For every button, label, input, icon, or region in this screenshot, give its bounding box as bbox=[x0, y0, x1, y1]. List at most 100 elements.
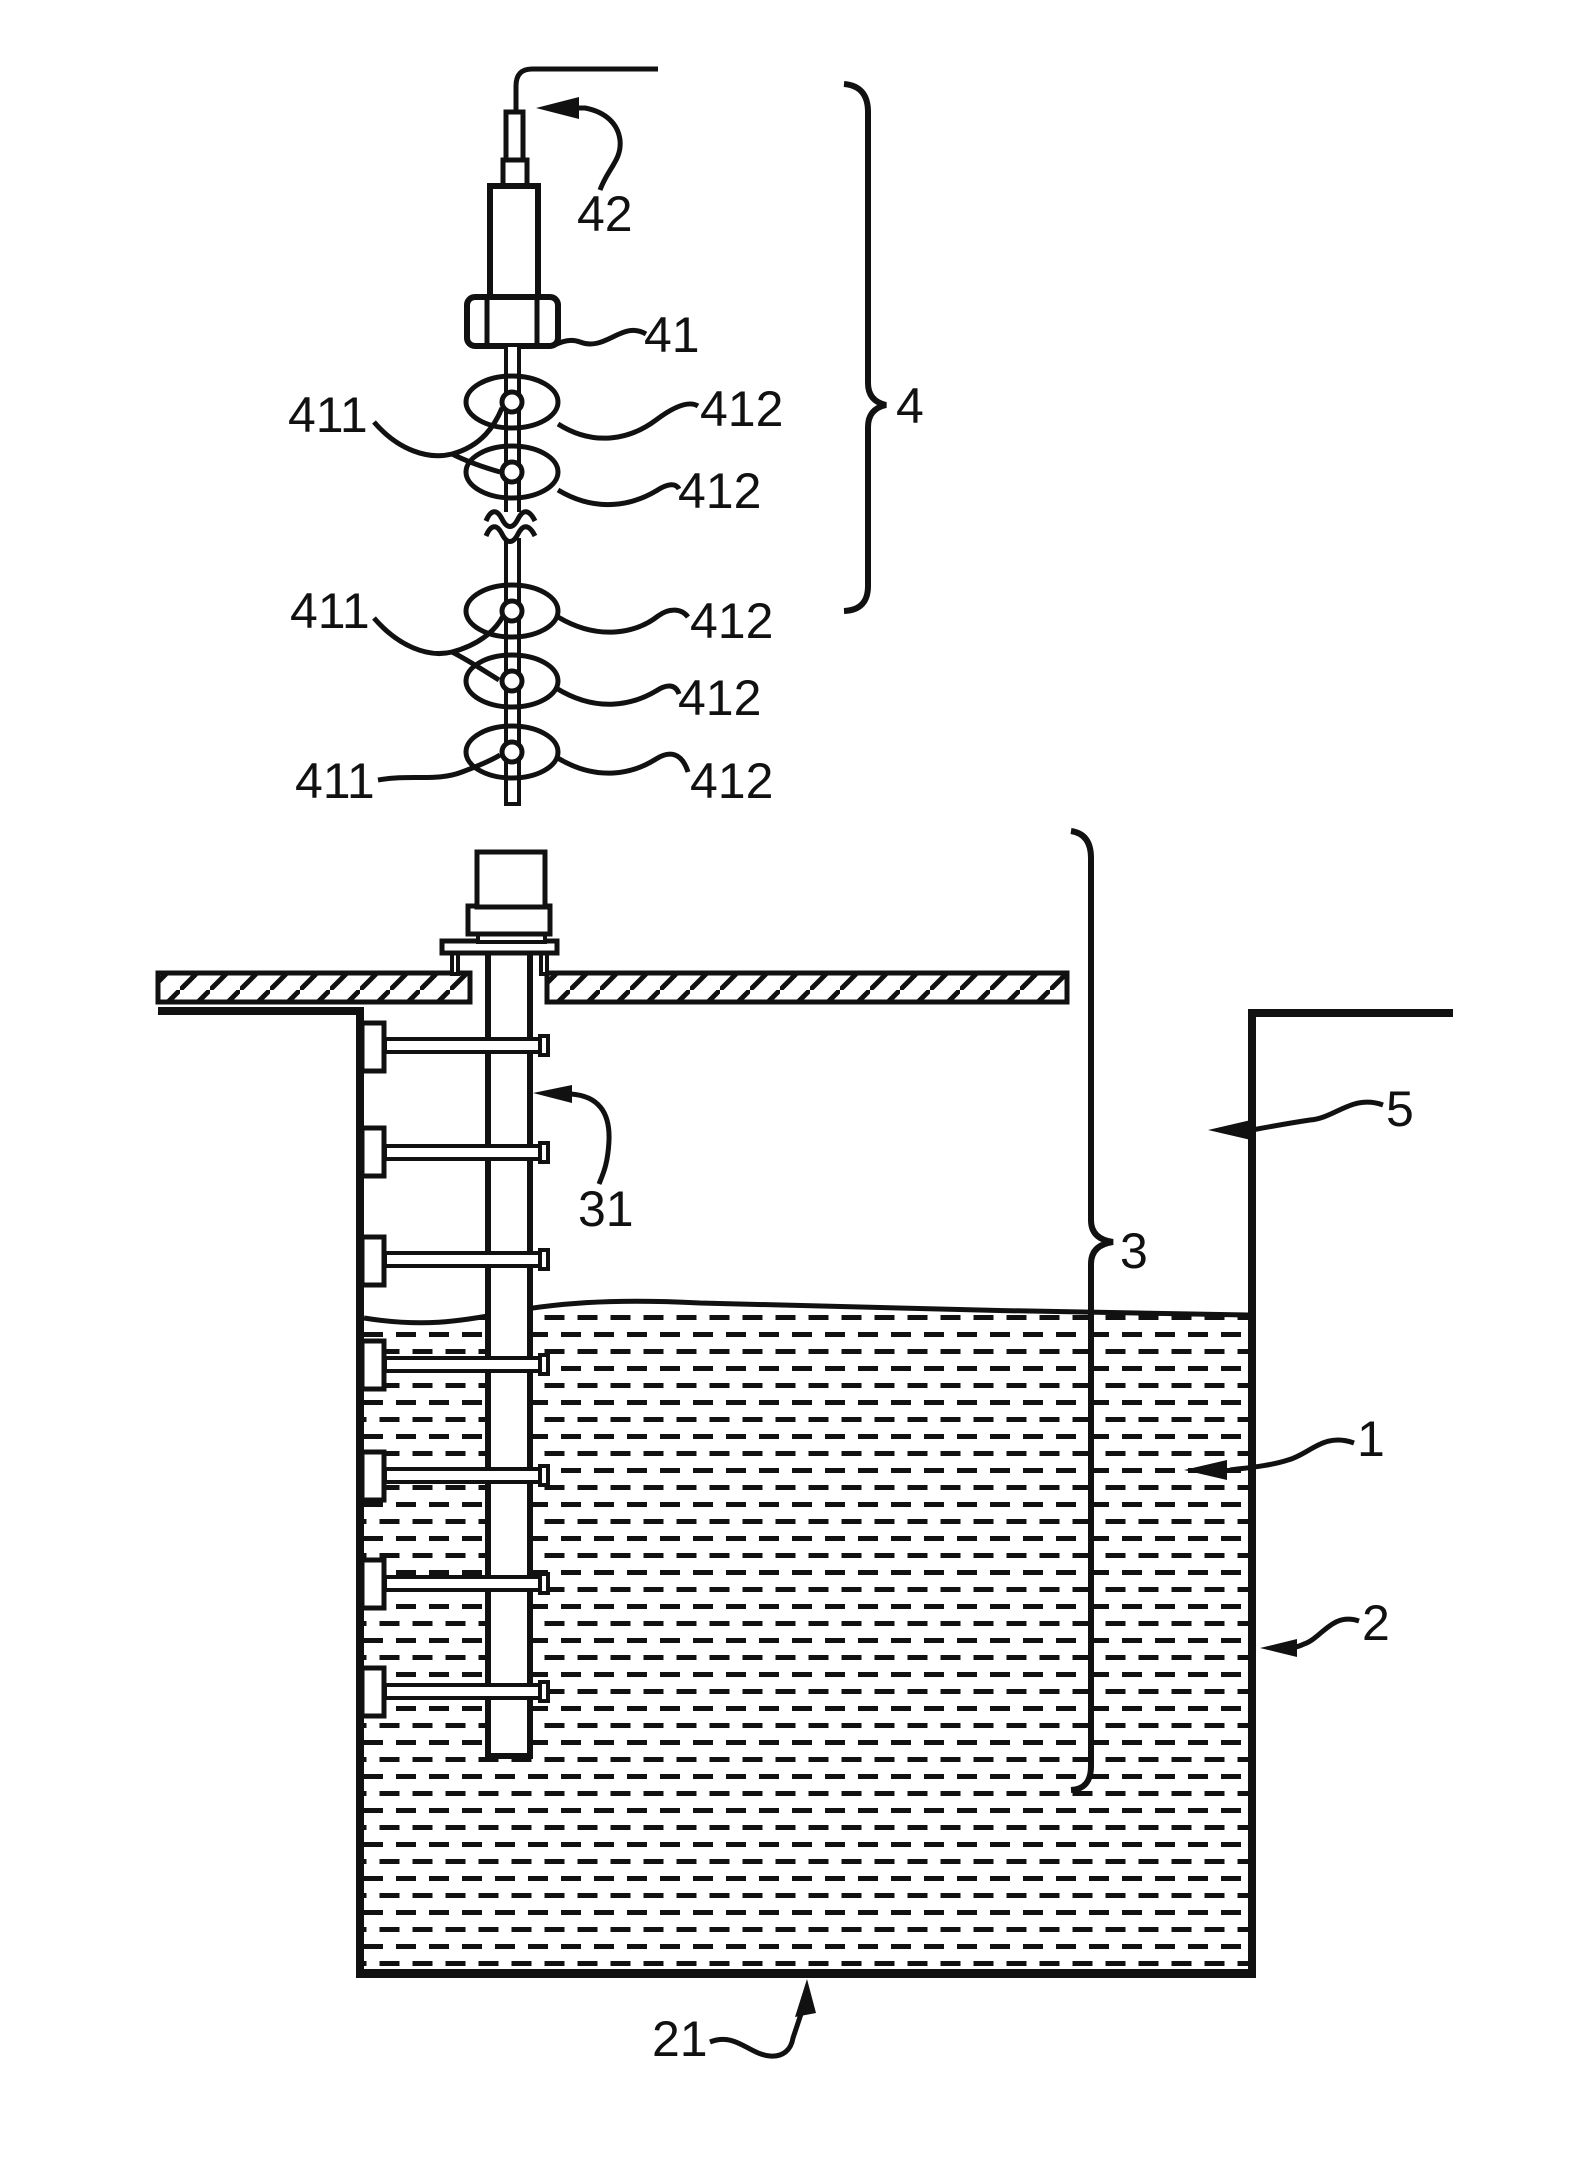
label-411: 411 bbox=[288, 387, 368, 443]
connector-pin bbox=[503, 109, 526, 163]
tank-left-ledge bbox=[158, 1007, 364, 1015]
rod-end-cap bbox=[538, 1680, 550, 1703]
leader-31 bbox=[570, 1091, 612, 1185]
leader-411-1b bbox=[450, 451, 501, 475]
electrode-disc bbox=[463, 652, 561, 710]
support-rod bbox=[383, 1575, 543, 1592]
arrowhead-42 bbox=[536, 97, 579, 119]
arrowhead-2 bbox=[1260, 1639, 1297, 1657]
rod-end-cap bbox=[538, 1141, 550, 1164]
probe-head-block bbox=[465, 903, 553, 937]
bolt-block bbox=[359, 1234, 387, 1288]
arrowhead-31 bbox=[533, 1085, 572, 1103]
label-412: 412 bbox=[690, 593, 773, 649]
label-4: 4 bbox=[896, 378, 924, 434]
melt-liquid bbox=[363, 1298, 1249, 1969]
label-21: 21 bbox=[652, 2011, 708, 2067]
leader-41 bbox=[551, 327, 648, 349]
leader-412-2 bbox=[556, 482, 682, 508]
support-rod bbox=[383, 1356, 543, 1373]
label-412: 412 bbox=[678, 670, 761, 726]
support-rod bbox=[383, 1683, 543, 1700]
bolt-block bbox=[359, 1020, 387, 1074]
arrowheads bbox=[533, 97, 1297, 2017]
leader-411-3 bbox=[377, 752, 502, 783]
rod-end-cap bbox=[538, 1034, 550, 1057]
tank-lid bbox=[155, 970, 1070, 1005]
support-rod bbox=[383, 1251, 543, 1268]
label-2: 2 bbox=[1362, 1595, 1390, 1651]
electrode-disc bbox=[463, 373, 561, 431]
lid-left-section bbox=[155, 970, 473, 1005]
leader-412-4 bbox=[554, 683, 682, 707]
label-31: 31 bbox=[578, 1181, 634, 1237]
liquid-fill bbox=[364, 1301, 1248, 1969]
label-3: 3 bbox=[1120, 1223, 1148, 1279]
break-squiggle bbox=[483, 509, 538, 529]
support-rod bbox=[383, 1144, 543, 1161]
brace-4 bbox=[843, 81, 887, 614]
label-5: 5 bbox=[1386, 1081, 1414, 1137]
furnace-wall-lip bbox=[1248, 1009, 1453, 1017]
leader-1 bbox=[1229, 1437, 1355, 1473]
leader-42 bbox=[577, 105, 623, 191]
tank-bottom bbox=[356, 1969, 1256, 1978]
wall-bolt-blocks bbox=[359, 1020, 387, 1719]
disc-hub bbox=[499, 739, 525, 765]
label-41: 41 bbox=[644, 307, 700, 363]
probe-tube bbox=[485, 937, 533, 1759]
break-squiggle bbox=[483, 524, 538, 544]
support-rods bbox=[383, 1034, 550, 1703]
bolt-block bbox=[359, 1338, 387, 1392]
label-411: 411 bbox=[295, 753, 375, 809]
label-411: 411 bbox=[290, 583, 370, 639]
label-1: 1 bbox=[1357, 1411, 1385, 1467]
arrowhead-21 bbox=[795, 1979, 816, 2017]
bolt-block bbox=[359, 1557, 387, 1611]
label-412: 412 bbox=[678, 463, 761, 519]
hex-nut bbox=[464, 294, 561, 349]
disc-hub bbox=[499, 459, 525, 485]
bolt-block bbox=[359, 1665, 387, 1719]
electrode-discs bbox=[463, 373, 561, 781]
support-rod bbox=[383, 1467, 543, 1484]
disc-hubs bbox=[499, 389, 525, 765]
leader-21 bbox=[709, 2013, 804, 2059]
brace-3 bbox=[1070, 828, 1114, 1793]
label-412: 412 bbox=[700, 381, 783, 437]
rod-end-cap bbox=[538, 1353, 550, 1376]
leader-412-5 bbox=[554, 751, 691, 776]
bolt-block bbox=[359, 1125, 387, 1179]
leader-411-2 bbox=[372, 614, 506, 656]
disc-hub bbox=[499, 389, 525, 415]
label-42: 42 bbox=[577, 186, 633, 242]
electrode-disc bbox=[463, 443, 561, 501]
rod-end-cap bbox=[538, 1572, 550, 1595]
probe-head-cap bbox=[474, 849, 548, 910]
reference-numerals: 42 41 411 411 411 412 412 412 412 412 4 … bbox=[288, 186, 1414, 2067]
electrode-disc bbox=[463, 582, 561, 640]
probe-assembly-mounted bbox=[359, 849, 560, 1759]
leader-lines bbox=[372, 105, 1384, 2059]
connector-body bbox=[487, 183, 541, 301]
leader-412-1 bbox=[556, 401, 700, 441]
bolt-block bbox=[359, 1449, 387, 1503]
disc-hub bbox=[499, 598, 525, 624]
label-412: 412 bbox=[690, 753, 773, 809]
lid-right-section bbox=[544, 970, 1070, 1005]
sensor-cable bbox=[513, 66, 658, 113]
connector-base bbox=[500, 157, 530, 189]
leader-411-1 bbox=[372, 407, 505, 459]
rod-end-cap bbox=[538, 1464, 550, 1487]
electrode-disc bbox=[463, 723, 561, 781]
leader-5 bbox=[1251, 1099, 1384, 1133]
rod-end-cap bbox=[538, 1248, 550, 1271]
leader-412-3 bbox=[556, 607, 690, 635]
tank-right-wall bbox=[1248, 1009, 1256, 1978]
sensor-assembly bbox=[463, 66, 658, 806]
arrowhead-1 bbox=[1184, 1460, 1227, 1480]
disc-hub bbox=[499, 668, 525, 694]
arrowhead-5 bbox=[1208, 1120, 1251, 1140]
